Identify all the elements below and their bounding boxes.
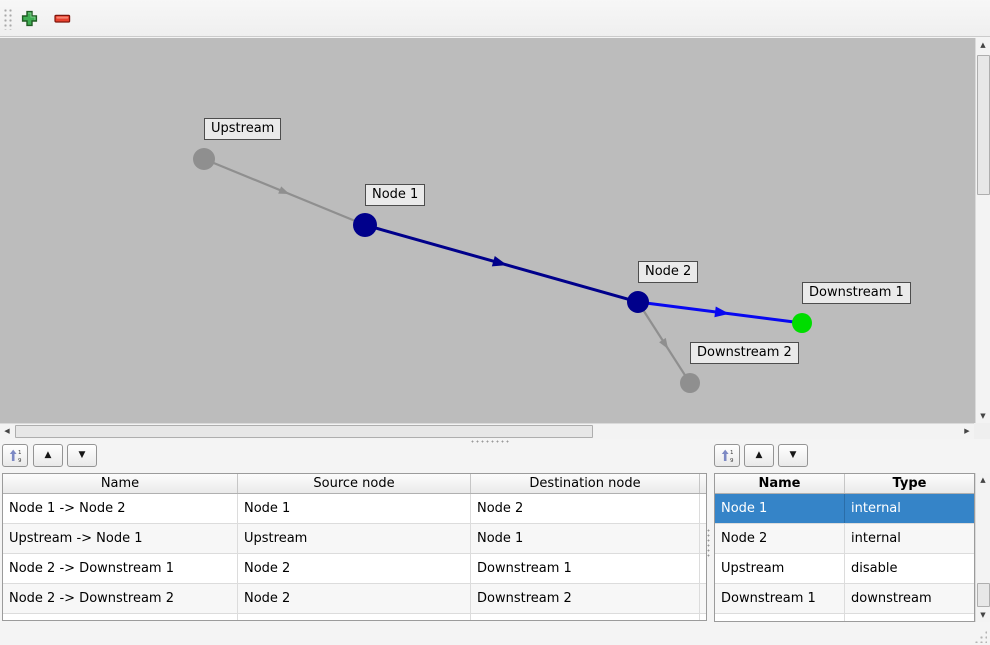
edges-table-header: Name Source node Destination node	[3, 474, 706, 494]
graph-node[interactable]	[792, 313, 812, 333]
cell-source[interactable]: Node 2	[238, 554, 471, 583]
cell-source[interactable]: Node 2	[238, 584, 471, 613]
cell-name[interactable]: Node 1	[715, 494, 845, 523]
graph-node[interactable]	[680, 373, 700, 393]
cell-name[interactable]: Upstream -> Node 1	[3, 524, 238, 553]
nodes-scroll-thumb[interactable]	[977, 583, 990, 607]
edges-table-row[interactable]: Node 1 -> Node 2 Node 1 Node 2	[3, 494, 706, 524]
nodes-table-row[interactable]: Upstream disable	[715, 554, 974, 584]
scroll-right-icon[interactable]: ▶	[964, 427, 970, 435]
move-up-icon: ▲	[755, 450, 763, 460]
nodes-table-header: Name Type	[715, 474, 974, 494]
svg-text:1: 1	[18, 450, 22, 456]
graph-svg	[193, 148, 812, 393]
nodes-table-row[interactable]: Node 2 internal	[715, 524, 974, 554]
graph-vscroll-thumb[interactable]	[977, 55, 990, 195]
cell-name[interactable]: Upstream	[715, 554, 845, 583]
cell-destination[interactable]: Downstream 2	[471, 584, 700, 613]
edges-table-empty-area	[3, 614, 706, 620]
nodes-sort-button[interactable]: 1 9	[714, 444, 740, 467]
add-button[interactable]	[16, 5, 43, 32]
scroll-up-icon[interactable]: ▲	[980, 475, 986, 484]
edges-move-up-button[interactable]: ▲	[33, 444, 63, 467]
move-up-icon: ▲	[44, 450, 52, 460]
nodes-table-scrollbar[interactable]: ▲ ▼	[975, 473, 990, 622]
column-header-filler	[700, 474, 706, 493]
cell-type[interactable]: disable	[851, 561, 898, 576]
splitter-handle-icon	[707, 528, 710, 558]
graph-edge-arrow-icon	[659, 337, 669, 349]
cell-type[interactable]: internal	[851, 531, 901, 546]
sort-ascending-icon: 1 9	[721, 449, 734, 463]
cell-type[interactable]: internal	[851, 501, 901, 516]
cell-name[interactable]: Node 1 -> Node 2	[3, 494, 238, 523]
column-header-name[interactable]: Name	[3, 474, 238, 493]
move-down-icon: ▼	[78, 450, 86, 460]
cell-destination[interactable]: Downstream 1	[471, 554, 700, 583]
sort-ascending-icon: 1 9	[9, 449, 22, 463]
toolbar-drag-handle[interactable]	[3, 8, 12, 30]
cell-name[interactable]: Node 2 -> Downstream 2	[3, 584, 238, 613]
scrollbar-corner	[974, 423, 990, 439]
graph-edge-arrow-icon	[278, 186, 290, 195]
column-header-destination-node[interactable]: Destination node	[471, 474, 700, 493]
cell-destination[interactable]: Node 1	[471, 524, 700, 553]
nodes-table-row[interactable]: Node 1 internal	[715, 494, 974, 524]
scroll-left-icon[interactable]: ◀	[4, 427, 10, 435]
svg-text:1: 1	[730, 450, 734, 456]
edges-table: Name Source node Destination node Node 1…	[2, 473, 707, 621]
graph-node[interactable]	[193, 148, 215, 170]
graph-vertical-scrollbar[interactable]: ▲ ▼	[975, 38, 990, 423]
splitter-handle-icon	[470, 440, 510, 443]
plus-icon	[21, 10, 38, 27]
edges-table-row[interactable]: Node 2 -> Downstream 2 Node 2 Downstream…	[3, 584, 706, 614]
column-header-type[interactable]: Type	[892, 476, 927, 491]
scroll-down-icon[interactable]: ▼	[980, 411, 986, 420]
cell-source[interactable]: Upstream	[238, 524, 471, 553]
cell-name[interactable]: Node 2 -> Downstream 1	[3, 554, 238, 583]
edges-sort-button[interactable]: 1 9	[2, 444, 28, 467]
nodes-table-row[interactable]: Downstream 1 downstream	[715, 584, 974, 614]
edges-table-row[interactable]: Node 2 -> Downstream 1 Node 2 Downstream…	[3, 554, 706, 584]
cell-source[interactable]: Node 1	[238, 494, 471, 523]
pane-splitter[interactable]	[0, 439, 990, 444]
window-resize-grip[interactable]	[974, 630, 987, 643]
graph-node[interactable]	[627, 291, 649, 313]
graph-hscroll-thumb[interactable]	[15, 425, 593, 438]
svg-text:9: 9	[18, 458, 22, 463]
node-label[interactable]: Downstream 1	[802, 282, 911, 304]
graph-edge-arrow-icon	[714, 306, 730, 318]
remove-button[interactable]	[49, 5, 76, 32]
cell-type[interactable]: downstream	[851, 591, 932, 606]
cell-name[interactable]: Node 2	[715, 524, 845, 553]
nodes-move-up-button[interactable]: ▲	[744, 444, 774, 467]
main-toolbar	[0, 0, 990, 37]
column-header-source-node[interactable]: Source node	[238, 474, 471, 493]
move-down-icon: ▼	[789, 450, 797, 460]
minus-icon	[54, 14, 71, 23]
svg-text:9: 9	[730, 458, 734, 463]
node-label[interactable]: Node 1	[365, 184, 426, 206]
graph-node[interactable]	[353, 213, 377, 237]
status-bar	[0, 622, 990, 645]
nodes-table-empty-area	[715, 614, 974, 621]
nodes-table: Name Type Node 1 internal Node 2 interna…	[714, 473, 975, 622]
edges-move-down-button[interactable]: ▼	[67, 444, 97, 467]
scroll-up-icon[interactable]: ▲	[980, 40, 986, 49]
node-label[interactable]: Upstream	[204, 118, 282, 140]
edges-table-row[interactable]: Upstream -> Node 1 Upstream Node 1	[3, 524, 706, 554]
tables-splitter[interactable]	[706, 528, 712, 560]
column-header-name[interactable]: Name	[715, 474, 845, 493]
cell-name[interactable]: Downstream 1	[715, 584, 845, 613]
graph-edge-arrow-icon	[491, 255, 508, 267]
nodes-move-down-button[interactable]: ▼	[778, 444, 808, 467]
node-label[interactable]: Downstream 2	[690, 342, 799, 364]
graph-horizontal-scrollbar[interactable]: ◀ ▶	[0, 423, 974, 439]
cell-destination[interactable]: Node 2	[471, 494, 700, 523]
scroll-down-icon[interactable]: ▼	[980, 610, 986, 619]
node-label[interactable]: Node 2	[638, 261, 699, 283]
